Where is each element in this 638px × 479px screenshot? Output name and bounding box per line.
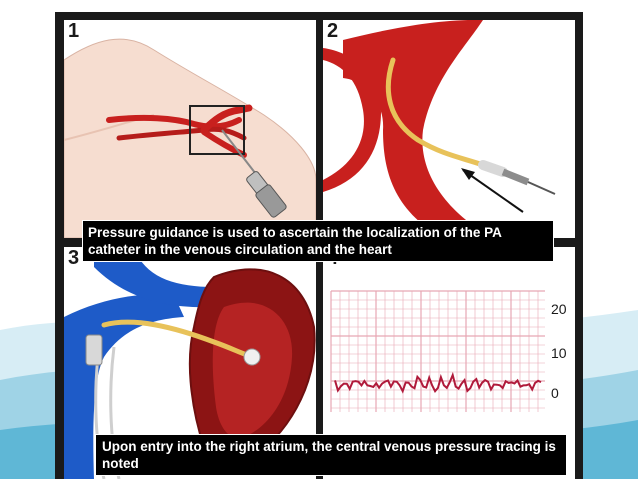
panel-number: 1 <box>68 20 80 42</box>
scale-label-20: 20 <box>551 301 567 317</box>
vessel-illustration <box>323 20 575 238</box>
caption-bottom: Upon entry into the right atrium, the ce… <box>95 434 567 476</box>
scale-label-0: 0 <box>551 385 559 401</box>
caption-top: Pressure guidance is used to ascertain t… <box>82 220 554 262</box>
panel-number: 3 <box>68 247 80 269</box>
neck-illustration <box>64 20 316 238</box>
panel-1-neck-insertion: 1 <box>64 20 316 238</box>
panel-2-catheter-vessel: 2 <box>323 20 575 238</box>
scale-label-10: 10 <box>551 345 567 361</box>
cvp-waveform <box>334 371 542 394</box>
panel-number: 2 <box>327 20 339 42</box>
